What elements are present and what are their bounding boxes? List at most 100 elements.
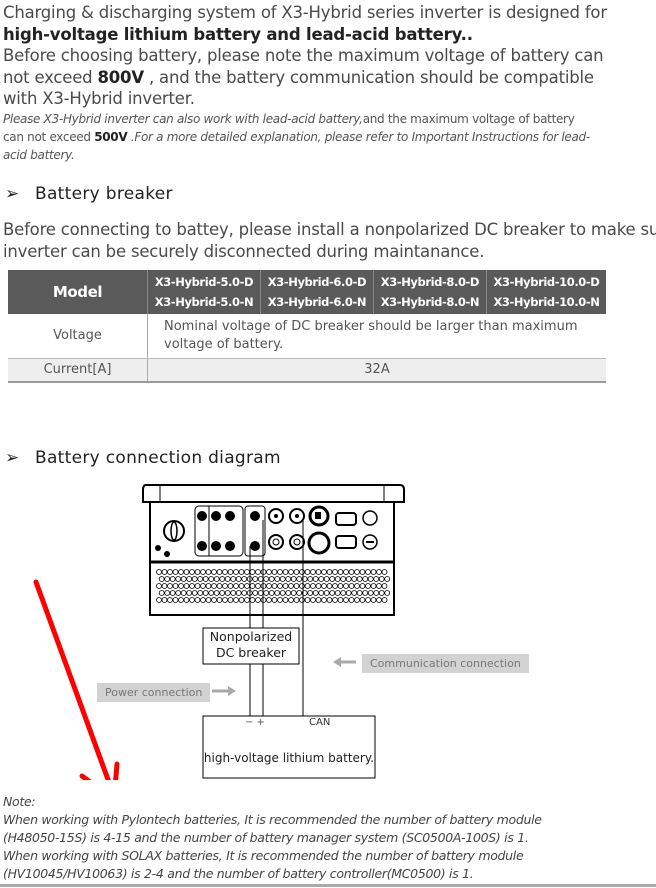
vent-hole — [205, 597, 212, 603]
vent-hole — [222, 583, 228, 589]
vent-hole — [169, 576, 176, 582]
vent-hole — [172, 583, 179, 589]
vent-hole — [282, 583, 289, 589]
vent-hole — [315, 569, 322, 575]
arrow-bullet-icon: ➢ — [5, 448, 20, 468]
vent-hole — [334, 576, 341, 582]
intro-line-4: not exceed 800V , and the battery commun… — [3, 67, 594, 88]
vent-hole — [321, 583, 327, 589]
vent-hole — [211, 583, 217, 589]
vent-hole — [326, 569, 333, 575]
vent-hole — [282, 569, 289, 575]
vent-hole — [197, 576, 204, 582]
vent-hole — [200, 583, 206, 589]
vent-hole — [161, 569, 168, 575]
vent-hole — [205, 569, 212, 575]
model-d: X3-Hybrid-8.0-D — [380, 275, 480, 289]
vent-hole — [277, 569, 283, 575]
vent-hole — [332, 583, 338, 589]
vent-hole — [359, 583, 366, 589]
vent-hole — [301, 590, 308, 596]
lead-acid-note-2a: can not exceed — [3, 130, 95, 144]
row-value: Nominal voltage of DC breaker should be … — [147, 314, 606, 359]
vent-hole — [156, 569, 162, 575]
breaker-label-line-2: DC breaker — [215, 645, 287, 660]
vent-hole — [277, 583, 283, 589]
lead-acid-note-3: acid battery. — [3, 148, 75, 162]
section-title: Battery breaker — [35, 184, 173, 204]
vent-hole — [329, 576, 336, 582]
vent-hole — [304, 569, 311, 575]
table-row: Current[A] 32A — [8, 358, 606, 383]
intro-line-1: Charging & discharging system of X3-Hybr… — [3, 3, 607, 22]
vent-hole — [230, 576, 237, 582]
vent-hole — [158, 590, 165, 596]
vent-hole — [197, 590, 204, 596]
vent-hole — [343, 597, 349, 603]
vent-hole — [161, 597, 168, 603]
vent-hole — [318, 590, 325, 596]
vent-hole — [288, 569, 294, 575]
vent-hole — [343, 569, 349, 575]
vent-hole — [321, 597, 327, 603]
lead-acid-note-2: can not exceed 500V .For a more detailed… — [3, 128, 590, 146]
vent-hole — [345, 576, 352, 582]
vent-hole — [282, 597, 289, 603]
vent-hole — [164, 590, 171, 596]
vent-hole — [238, 569, 245, 575]
vent-hole — [216, 597, 223, 603]
row-label: Current[A] — [8, 358, 148, 383]
vent-hole — [241, 576, 248, 582]
vent-hole — [167, 569, 173, 575]
vent-hole — [337, 597, 344, 603]
vent-hole — [356, 576, 363, 582]
model-d: X3-Hybrid-6.0-D — [267, 275, 367, 289]
vent-hole — [310, 583, 316, 589]
vent-hole — [332, 597, 338, 603]
vent-hole — [359, 569, 366, 575]
vent-hole — [224, 576, 231, 582]
row-value: 32A — [147, 358, 606, 383]
vent-hole — [227, 597, 234, 603]
lead-acid-note-1a: Please X3-Hybrid inverter can also work … — [3, 112, 363, 126]
vent-hole — [202, 590, 209, 596]
lead-acid-note-1: Please X3-Hybrid inverter can also work … — [3, 110, 575, 128]
vent-hole — [233, 597, 239, 603]
vent-hole — [227, 583, 234, 589]
note-line: When working with SOLAX batteries, It is… — [3, 848, 524, 863]
communication-connection-label: Communication connection — [362, 654, 529, 673]
vent-hole — [263, 576, 270, 582]
note-line: When working with Pylontech batteries, I… — [3, 812, 542, 827]
vent-hole — [233, 569, 239, 575]
vent-hole — [340, 576, 347, 582]
vent-hole — [304, 583, 311, 589]
vent-hole — [362, 576, 369, 582]
vent-hole — [370, 597, 377, 603]
vent-hole — [224, 590, 231, 596]
breaker-desc-2: inverter can be securely disconnected du… — [3, 242, 485, 261]
vent-hole — [183, 597, 190, 603]
vent-hole — [381, 569, 388, 575]
battery-label: high-voltage lithium battery. — [203, 751, 375, 765]
inverter-illustration — [142, 484, 405, 616]
vent-hole — [183, 583, 190, 589]
battery-terminals-label: − + — [245, 717, 265, 728]
vent-hole — [158, 576, 165, 582]
vent-hole — [329, 590, 336, 596]
vent-hole — [216, 569, 223, 575]
vent-hole — [252, 590, 259, 596]
model-d: X3-Hybrid-5.0-D — [154, 275, 254, 289]
vent-hole — [235, 590, 242, 596]
vent-hole — [211, 597, 217, 603]
vent-hole — [334, 590, 341, 596]
vent-hole — [216, 583, 223, 589]
vent-hole — [332, 569, 338, 575]
vent-hole — [238, 597, 245, 603]
power-connection-label: Power connection — [97, 683, 211, 702]
vent-hole — [183, 569, 190, 575]
vent-hole — [337, 583, 344, 589]
vent-hole — [323, 590, 330, 596]
vent-hole — [252, 576, 259, 582]
